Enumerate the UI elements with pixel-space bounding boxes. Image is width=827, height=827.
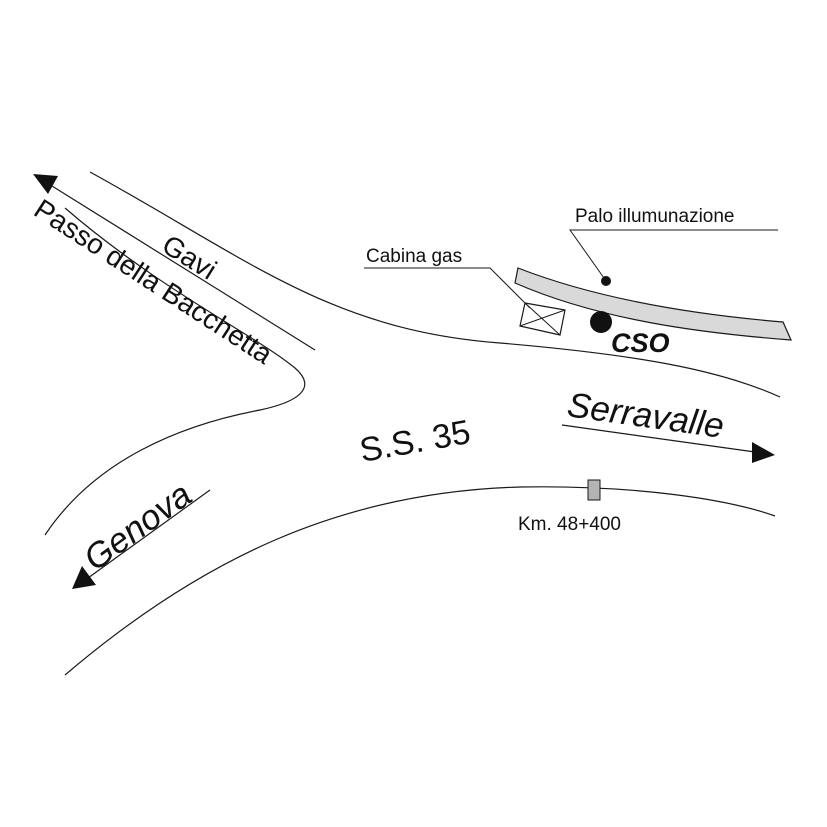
light-pole-dot <box>601 276 611 286</box>
footpath <box>514 267 792 341</box>
label-passo-della-bacchetta: Passo della Bacchetta <box>29 193 279 370</box>
km-marker-post <box>587 479 601 501</box>
road-edge-north <box>89 171 781 398</box>
road-edge-south <box>64 486 776 676</box>
label-genova: Genova <box>77 475 199 579</box>
arrow-to-serravalle <box>561 424 775 463</box>
cabina-gas-leader <box>364 267 531 309</box>
gas-cabin-symbol <box>519 302 566 336</box>
palo-leader <box>569 229 778 279</box>
label-cabina-gas: Cabina gas <box>366 246 462 267</box>
cso-dot <box>590 311 612 333</box>
arrow-to-gavi <box>33 174 316 351</box>
label-palo-illuminazione: Palo illumunazione <box>575 206 735 227</box>
label-cso: CSO <box>611 328 670 358</box>
label-km-marker: Km. 48+400 <box>518 514 621 535</box>
label-road-name: S.S. 35 <box>357 413 473 470</box>
road-edge-gavi-branch-inner <box>44 207 306 536</box>
arrow-to-genova <box>72 489 211 589</box>
